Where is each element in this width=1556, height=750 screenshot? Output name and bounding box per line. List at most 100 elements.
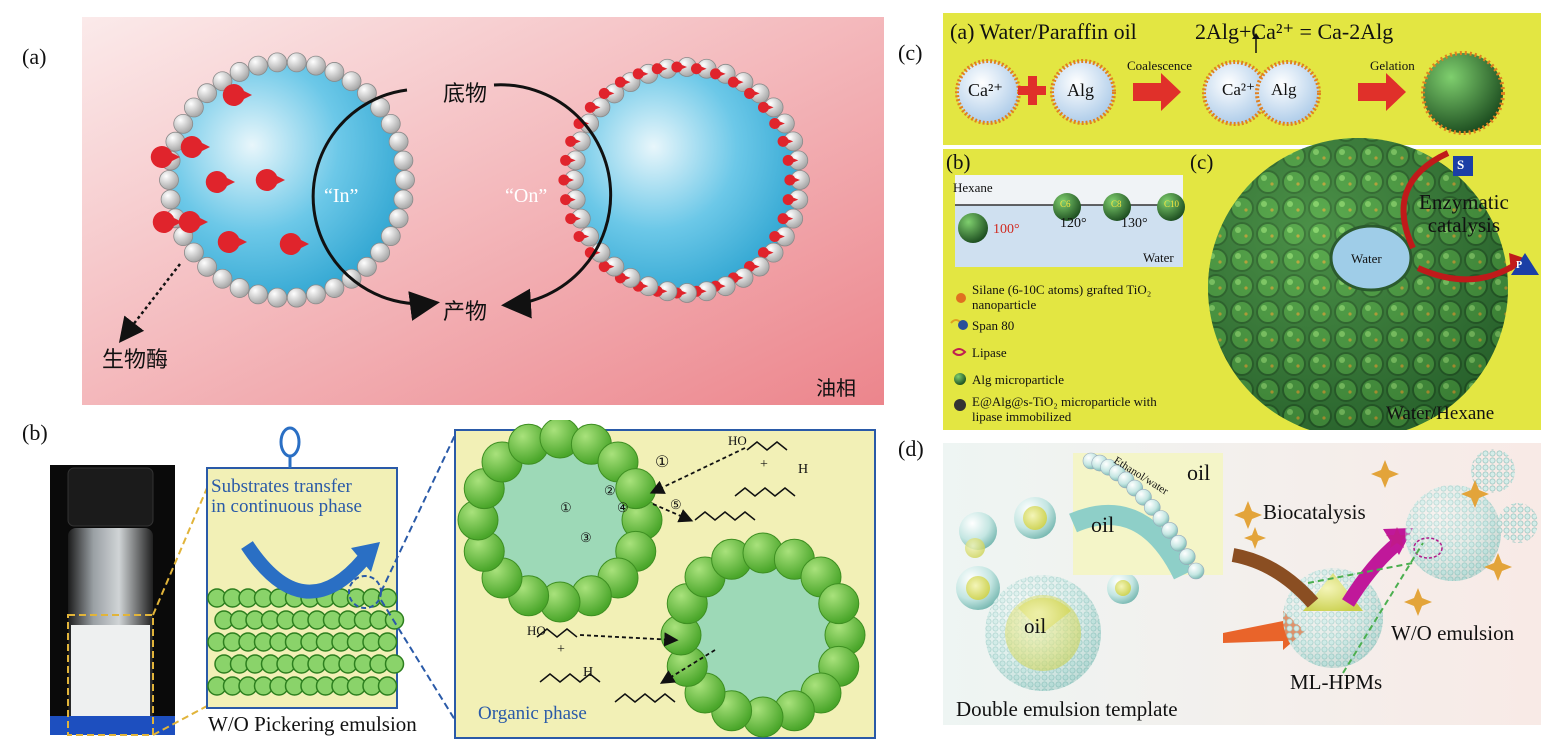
legend-alg-icon	[954, 373, 966, 385]
shell-particle	[324, 62, 345, 82]
enzyme-mark	[614, 76, 631, 88]
marker-2: ②	[604, 483, 616, 498]
enzyme-mark	[757, 247, 774, 259]
shell-particle	[380, 113, 401, 134]
enzyme-pacman-icon	[178, 211, 208, 233]
green-droplet-lower	[660, 532, 866, 738]
enzyme-mark	[651, 63, 668, 75]
enzyme-mark	[782, 154, 799, 166]
shell-particle	[212, 71, 233, 92]
shell-bead	[1187, 562, 1205, 580]
right-particle-shell	[558, 57, 810, 303]
packed-droplets	[207, 588, 405, 696]
shell-particle	[306, 55, 326, 76]
h-top: H	[798, 462, 809, 477]
panel-c-sub-b: (b)	[946, 150, 971, 174]
alg-droplet-label: Alg	[1067, 80, 1094, 100]
vinyl-acetate-structure	[734, 487, 796, 497]
shell-particle	[229, 278, 250, 298]
legend-silane-icon	[956, 293, 966, 303]
enzyme-mark	[565, 135, 581, 147]
shell-bead	[1161, 522, 1179, 539]
enzyme-mark	[671, 61, 687, 73]
angle-130: 130°	[1121, 216, 1148, 231]
vial-cap	[67, 467, 154, 527]
template-label: Double emulsion template	[956, 697, 1178, 721]
biocatalysis-arrow-in	[1231, 548, 1319, 608]
enzyme-mark	[565, 213, 581, 225]
plus-bottom: +	[557, 642, 565, 657]
legend-silane: Silane (6-10C atoms) grafted TiO₂ nanopa…	[972, 282, 1152, 312]
enzyme-mark	[632, 68, 649, 80]
enzyme-mark	[573, 118, 590, 129]
panel-c-label: (c)	[898, 40, 923, 65]
shell-particle	[229, 62, 250, 82]
emulsion-caption: W/O Pickering emulsion	[208, 712, 417, 736]
legend-eatio2: E@Alg@s-TiO₂ microparticle with lipase i…	[972, 394, 1157, 424]
substrate-s: S	[1457, 157, 1465, 172]
packed-droplet	[377, 632, 398, 652]
enzyme-mark	[784, 174, 800, 186]
legend-span-icon	[958, 320, 968, 330]
ca-droplet-label: Ca²⁺	[968, 80, 1003, 100]
enzyme-mark	[584, 247, 601, 259]
enzyme-mark	[744, 87, 760, 99]
enzyme-pointer	[118, 263, 181, 343]
shell-bead	[1152, 510, 1170, 527]
in-label: “In”	[324, 185, 359, 207]
enzyme-pacman-icon	[255, 169, 285, 192]
right-droplet	[576, 69, 798, 291]
product-triangle	[1511, 253, 1539, 275]
wo-emulsion-label: W/O emulsion	[1391, 621, 1515, 645]
enzyme-mark	[769, 118, 785, 129]
green-droplet-upper	[457, 420, 663, 623]
shell-particle	[212, 268, 233, 289]
shell-particle	[160, 189, 181, 210]
angle-120: 120°	[1060, 216, 1087, 231]
product-label: 产物	[443, 300, 488, 325]
plus-sign-v	[1028, 76, 1037, 105]
shell-particle	[388, 208, 409, 229]
oil-label-top: oil	[1187, 460, 1211, 485]
bead-120	[1053, 193, 1081, 221]
shell-particle	[159, 170, 179, 190]
angle-100: 100°	[993, 222, 1020, 237]
shell-particle	[267, 287, 288, 308]
biocatalysis-arrow-out	[1342, 537, 1403, 607]
shell-particle	[183, 97, 204, 118]
legend-eatio2-icon	[954, 399, 966, 411]
enzyme-pacman-icon	[279, 233, 309, 255]
enzyme-mark	[558, 174, 574, 186]
enzyme-mark	[782, 194, 799, 206]
enzyme-mark	[560, 194, 576, 206]
merged-ca-label: Ca²⁺	[1222, 80, 1255, 99]
shell-particle	[324, 278, 345, 298]
bead-130b	[1157, 193, 1185, 221]
hexane-label: Hexane	[953, 180, 993, 195]
enzyme-pacman-icon	[180, 136, 210, 158]
product-arrow	[1416, 260, 1520, 283]
shell-particle	[370, 242, 391, 263]
enzymes-inside	[150, 83, 309, 255]
shell-particle	[183, 242, 204, 263]
marker-1: ①	[655, 454, 670, 471]
enzyme-mark	[710, 68, 726, 80]
oil-core-label: oil	[1024, 614, 1047, 638]
enzyme-pacman-icon	[205, 171, 235, 193]
oil-label-inset: oil	[1091, 512, 1115, 537]
panel-a-label: (a)	[22, 44, 47, 69]
biocatalysis-label: Biocatalysis	[1263, 500, 1366, 524]
panel-b-label: (b)	[22, 420, 48, 445]
coalescence-arrow	[1133, 73, 1181, 111]
butyl-acetate-structure	[694, 511, 756, 521]
merged-droplet-right	[1255, 60, 1321, 126]
transfer-text: Substrates transfer in continuous phase	[211, 476, 362, 517]
shell-particle	[248, 284, 268, 305]
coalescence-label: Coalescence	[1127, 58, 1192, 73]
oil-phase-label: 油相	[816, 376, 856, 400]
panel-b-diagram	[50, 420, 876, 739]
emulsion-layer	[71, 625, 150, 730]
shell-particle	[197, 256, 217, 277]
enzyme-pacman-icon	[152, 211, 182, 233]
on-label: “On”	[505, 185, 548, 207]
